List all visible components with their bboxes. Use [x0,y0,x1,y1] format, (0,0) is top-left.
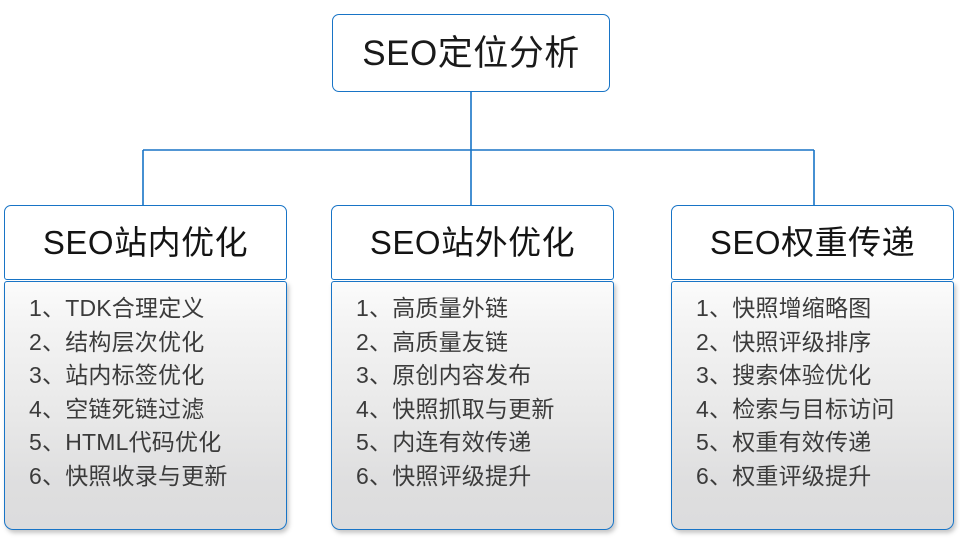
list-item: 1、TDK合理定义 [29,295,205,321]
list-item: 5、权重有效传递 [696,429,872,455]
list-item: 3、搜索体验优化 [696,362,872,388]
root-node[interactable]: SEO定位分析 [332,14,610,92]
branch-header-label: SEO站内优化 [42,224,249,261]
list-item: 6、快照收录与更新 [29,462,228,489]
list-item: 3、站内标签优化 [29,362,205,388]
list-item: 4、空链死链过滤 [29,395,205,422]
list-item: 5、HTML代码优化 [29,429,222,455]
branch-header-weight-transfer[interactable]: SEO权重传递 [671,205,954,280]
list-item: 6、权重评级提升 [696,462,872,489]
list-item: 4、快照抓取与更新 [356,395,555,422]
branch-body-on-site: 1、TDK合理定义 2、结构层次优化 3、站内标签优化 4、空链死链过滤 5、H… [4,281,287,530]
branch-body-off-site: 1、高质量外链 2、高质量友链 3、原创内容发布 4、快照抓取与更新 5、内连有… [331,281,614,530]
list-item: 4、检索与目标访问 [696,395,895,422]
branch-off-site: SEO站外优化 1、高质量外链 2、高质量友链 3、原创内容发布 4、快照抓取与… [331,205,614,530]
list-item: 1、高质量外链 [356,295,509,321]
list-item: 2、快照评级排序 [696,328,872,355]
item-list-weight-transfer: 1、快照增缩略图 2、快照评级排序 3、搜索体验优化 4、检索与目标访问 5、权… [672,292,953,493]
list-item: 2、高质量友链 [356,328,509,355]
root-node-label: SEO定位分析 [362,33,580,73]
list-item: 6、快照评级提升 [356,462,532,489]
list-item: 1、快照增缩略图 [696,295,872,321]
branch-header-label: SEO站外优化 [369,224,576,261]
item-list-off-site: 1、高质量外链 2、高质量友链 3、原创内容发布 4、快照抓取与更新 5、内连有… [332,292,613,493]
list-item: 5、内连有效传递 [356,429,532,455]
item-list-on-site: 1、TDK合理定义 2、结构层次优化 3、站内标签优化 4、空链死链过滤 5、H… [5,292,286,493]
branch-body-weight-transfer: 1、快照增缩略图 2、快照评级排序 3、搜索体验优化 4、检索与目标访问 5、权… [671,281,954,530]
list-item: 3、原创内容发布 [356,362,532,388]
branch-weight-transfer: SEO权重传递 1、快照增缩略图 2、快照评级排序 3、搜索体验优化 4、检索与… [671,205,954,530]
branch-header-label: SEO权重传递 [709,224,916,261]
branch-header-off-site[interactable]: SEO站外优化 [331,205,614,280]
branch-header-on-site[interactable]: SEO站内优化 [4,205,287,280]
list-item: 2、结构层次优化 [29,328,205,355]
branch-on-site: SEO站内优化 1、TDK合理定义 2、结构层次优化 3、站内标签优化 4、空链… [4,205,287,530]
